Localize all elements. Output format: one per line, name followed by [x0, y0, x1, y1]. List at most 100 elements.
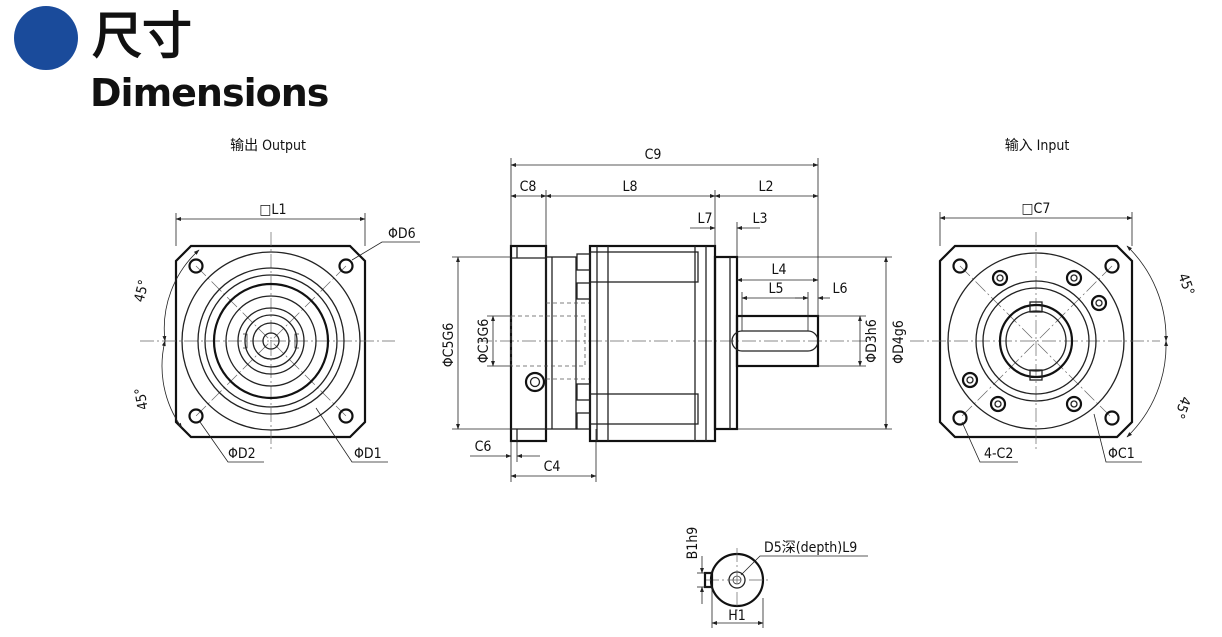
input-adapter-hole-1-inner — [996, 274, 1004, 282]
output-d1-leader — [315, 407, 388, 463]
input-adapter-hole-4 — [961, 371, 979, 389]
output-shaft-key-left — [243, 333, 248, 349]
input-mount-hole-tl — [952, 258, 968, 274]
input-mount-hole-bl — [952, 410, 968, 426]
input-adapter-hole-2 — [1065, 269, 1083, 287]
side-l8-label: L8 — [622, 179, 637, 195]
key-h1-label: H1 — [728, 608, 746, 624]
side-c8-label: C8 — [520, 179, 537, 195]
side-l2-label: L2 — [758, 179, 773, 195]
side-hidden-bore — [510, 315, 586, 367]
output-shaft-key-right — [294, 333, 299, 349]
input-angle-label-bottom: 45° — [1170, 394, 1193, 420]
input-adapter-hole-2-inner — [1070, 274, 1078, 282]
input-adapter-hole-3 — [1090, 294, 1108, 312]
input-bore-keyway-bottom — [1029, 369, 1043, 381]
side-c4-label: C4 — [544, 459, 561, 475]
input-adapter-hole-4-inner — [966, 376, 974, 384]
side-bolt-head-1 — [576, 253, 591, 271]
output-ring-7 — [244, 314, 298, 368]
input-ring-outer — [947, 252, 1125, 430]
output-center-line-diag-b — [195, 265, 347, 417]
key-b1-label: B1h9 — [685, 527, 701, 560]
output-ring-5 — [225, 295, 317, 387]
output-d2-leader — [199, 421, 264, 463]
side-d3-label: ΦD3h6 — [864, 319, 880, 363]
side-l4-label: L4 — [771, 262, 786, 278]
input-c2-label: 4-C2 — [984, 446, 1013, 462]
output-d1-label: ΦD1 — [354, 446, 382, 462]
side-bolt-head-4 — [576, 412, 591, 430]
input-bore-outer — [998, 303, 1074, 379]
key-detail-view: B1h9 D5深(depth)L9 H1 — [685, 527, 868, 628]
side-l5-label: L5 — [768, 281, 783, 297]
input-center-line-diag-a — [959, 265, 1113, 419]
output-mount-hole-bl — [188, 408, 204, 424]
input-mount-hole-br — [1104, 410, 1120, 426]
input-c7-label: □C7 — [1022, 201, 1051, 217]
input-adapter-hole-6 — [1065, 395, 1083, 413]
side-c3-label: ΦC3G6 — [476, 319, 492, 364]
input-adapter-hole-1 — [991, 269, 1009, 287]
key-d5-leader — [740, 555, 868, 576]
side-socket-screw-inner — [529, 376, 541, 388]
side-l7-label: L7 — [697, 211, 712, 227]
side-c9-label: C9 — [645, 147, 662, 163]
page-title-english: Dimensions — [90, 71, 329, 115]
output-shaft-outer — [252, 322, 290, 360]
input-angle-arc-top — [1126, 245, 1169, 342]
side-bolt-slot-1 — [589, 251, 699, 283]
page-title-chinese: 尺寸 — [92, 7, 192, 65]
input-angle-arc-bottom — [1126, 340, 1169, 438]
input-ring-2 — [975, 280, 1097, 402]
input-adapter-hole-5-inner — [994, 400, 1002, 408]
input-adapter-hole-3-inner — [1095, 299, 1103, 307]
output-mount-hole-br — [338, 408, 354, 424]
input-adapter-hole-5 — [989, 395, 1007, 413]
output-d6-label: ΦD6 — [388, 226, 416, 242]
output-view: 输出 Output □L1 ΦD6 ΦD2 — [132, 138, 420, 463]
input-bore-inner — [1005, 310, 1067, 372]
output-ring-4 — [212, 282, 330, 400]
side-shaft-keyway — [731, 330, 819, 352]
side-input-flange — [713, 255, 739, 431]
side-gear-housing — [588, 244, 717, 443]
side-c5-label: ΦC5G6 — [441, 323, 457, 368]
output-ring-3 — [204, 274, 338, 408]
input-adapter-holes — [961, 269, 1108, 413]
output-l1-label: □L1 — [260, 202, 287, 218]
input-flange-outline — [938, 244, 1134, 439]
key-d5-label: D5深(depth)L9 — [764, 540, 857, 556]
side-view: C9 C8 L8 L2 L7 L3 L4 L5 L6 ΦD3h6 ΦD4g6 — [441, 147, 907, 482]
output-view-caption: 输出 Output — [230, 138, 306, 154]
side-output-flange — [509, 244, 548, 443]
input-view: 输入 Input — [910, 138, 1197, 463]
output-angle-arc-bottom — [161, 340, 183, 429]
side-socket-screw-outer — [524, 371, 546, 393]
input-adapter-hole-6-inner — [1070, 400, 1078, 408]
side-spigot — [545, 256, 577, 430]
output-shaft-center-hole — [262, 332, 280, 350]
side-bolt-head-2 — [576, 282, 591, 300]
output-angle-label-bottom: 45° — [132, 386, 152, 411]
input-mount-hole-tr — [1104, 258, 1120, 274]
side-l6-label: L6 — [832, 281, 847, 297]
input-angle-label-top: 45° — [1174, 271, 1197, 297]
output-angle-arc-top — [162, 249, 200, 342]
input-view-caption: 输入 Input — [1005, 138, 1070, 154]
output-d2-label: ΦD2 — [228, 446, 256, 462]
input-c2-leader — [961, 421, 1018, 463]
side-c6-label: C6 — [475, 439, 492, 455]
output-mount-hole-tr — [338, 258, 354, 274]
side-bolt-head-3 — [576, 383, 591, 401]
input-c1-leader — [1093, 413, 1142, 463]
input-c1-label: ΦC1 — [1108, 446, 1135, 462]
output-angle-label-top: 45° — [132, 278, 153, 304]
input-bore-keyway-top — [1029, 301, 1043, 313]
side-l3-label: L3 — [752, 211, 767, 227]
side-d4-label: ΦD4g6 — [891, 320, 907, 364]
side-bolt-slot-2 — [589, 393, 699, 425]
header-bullet-dot — [14, 6, 78, 70]
output-d6-leader — [351, 241, 420, 261]
